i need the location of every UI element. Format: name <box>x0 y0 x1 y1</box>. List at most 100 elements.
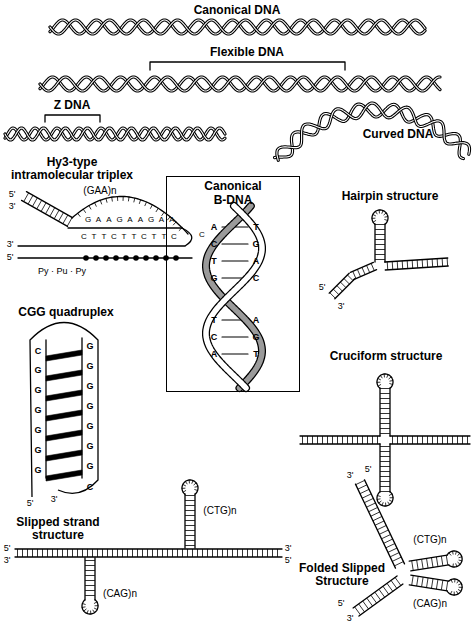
base-pair-rung <box>432 579 433 588</box>
helix-strand <box>50 20 425 34</box>
base-pair-rung <box>186 520 195 521</box>
base-pair-rung <box>341 282 346 287</box>
loop-base <box>450 591 451 594</box>
purine-dot <box>83 255 89 261</box>
base-pair-rung <box>381 476 390 477</box>
base-pair-rung <box>212 549 213 556</box>
base-pair-rung <box>381 491 390 492</box>
base-pair-rung <box>337 286 342 291</box>
base-pair-rung <box>391 553 399 557</box>
base-pair-rung <box>432 436 433 443</box>
base-letter: G <box>86 461 93 471</box>
hairpin-loop <box>377 374 393 388</box>
loop-base <box>390 383 393 385</box>
structure-title: CGG quadruplex <box>18 306 113 319</box>
strand-line <box>390 443 470 444</box>
loop-base <box>373 214 376 215</box>
base-pair-rung <box>82 549 83 556</box>
strand-line <box>359 584 403 616</box>
base-pair-rung <box>207 549 208 556</box>
base-pair-rung <box>337 436 338 443</box>
strand-end-label: 5' <box>4 543 11 553</box>
base-pair-rung <box>437 436 438 443</box>
base-pair-rung <box>147 549 148 556</box>
base-pair-rung <box>312 436 313 443</box>
loop-base <box>457 591 458 594</box>
base-pair-rung <box>381 461 390 462</box>
hairpin-loop <box>372 210 388 224</box>
base-pair-rung <box>381 466 390 467</box>
base-pair-rung <box>247 549 248 556</box>
loop-base <box>389 377 391 379</box>
loop-base <box>185 481 187 483</box>
g-quartet-slab <box>46 390 82 401</box>
backbone-ribbon <box>206 206 262 388</box>
base-pair-rung <box>348 275 353 280</box>
loop-base <box>90 611 91 614</box>
helix-strand-core <box>5 128 225 140</box>
loop-base <box>458 553 460 555</box>
base-pair-rung <box>407 436 408 443</box>
base-pair-rung <box>462 436 463 443</box>
base-pair-rung <box>446 556 447 565</box>
strand-end-label: 3' <box>9 201 16 211</box>
loop-base <box>458 590 461 592</box>
base-pair-rung <box>375 593 380 600</box>
base-letter: G <box>85 216 91 225</box>
base-pair-rung <box>381 428 390 429</box>
base-pair-rung <box>367 503 375 507</box>
base-pair-rung <box>257 549 258 556</box>
base-pair-rung <box>363 494 371 498</box>
loop-base <box>183 484 186 485</box>
base-letter: C <box>171 233 177 242</box>
strand-end-label: 3' <box>7 239 14 249</box>
strand-line <box>355 484 395 568</box>
base-pair-rung <box>242 549 243 556</box>
base-pair-rung <box>302 436 303 443</box>
loop-base <box>378 385 381 387</box>
loop-base <box>128 197 130 201</box>
hairpin-loop <box>82 600 98 614</box>
helix-strand <box>40 77 440 91</box>
loop-base <box>106 198 107 202</box>
base-pair-rung <box>186 495 195 496</box>
base-letter: G <box>34 465 41 475</box>
base-pair-rung <box>86 595 95 596</box>
base-pair-rung <box>86 560 95 561</box>
loop-base <box>189 480 190 483</box>
base-pair-rung <box>376 259 385 260</box>
base-letter: T <box>253 349 259 359</box>
base-letter: A <box>138 216 143 225</box>
loop-base <box>459 587 462 588</box>
base-pair-rung <box>187 549 188 556</box>
base-pair-rung <box>381 408 390 409</box>
base-letter: C <box>81 233 87 242</box>
base-pair-rung <box>397 262 398 269</box>
strand-line <box>411 575 449 581</box>
base-pair-rung <box>355 607 360 614</box>
loop-base <box>390 380 393 382</box>
base-pair-rung <box>217 549 218 556</box>
repeat-label: (CTG)n <box>413 534 446 545</box>
base-pair-rung <box>37 201 41 209</box>
base-pair-rung <box>167 549 168 556</box>
loop-base <box>385 219 388 221</box>
strand-line <box>300 435 380 436</box>
base-letter: C <box>199 231 205 240</box>
base-pair-rung <box>381 486 390 487</box>
strand-end-label: 3' <box>347 470 354 480</box>
base-letter: G <box>86 361 93 371</box>
base-pair-bond <box>222 336 248 337</box>
base-pair-rung <box>383 587 388 594</box>
base-letter: A <box>253 256 260 266</box>
strand-end-label: 5' <box>7 252 14 262</box>
strand-end-label: 3' <box>4 555 11 565</box>
hairpin-loop <box>447 579 462 595</box>
base-pair-rung <box>127 549 128 556</box>
base-pair-rung <box>427 260 428 267</box>
loop-base <box>377 382 380 383</box>
loop-base <box>379 501 381 503</box>
base-pair-rung <box>37 549 38 556</box>
loop-base <box>195 486 198 488</box>
base-pair-rung <box>412 261 413 268</box>
